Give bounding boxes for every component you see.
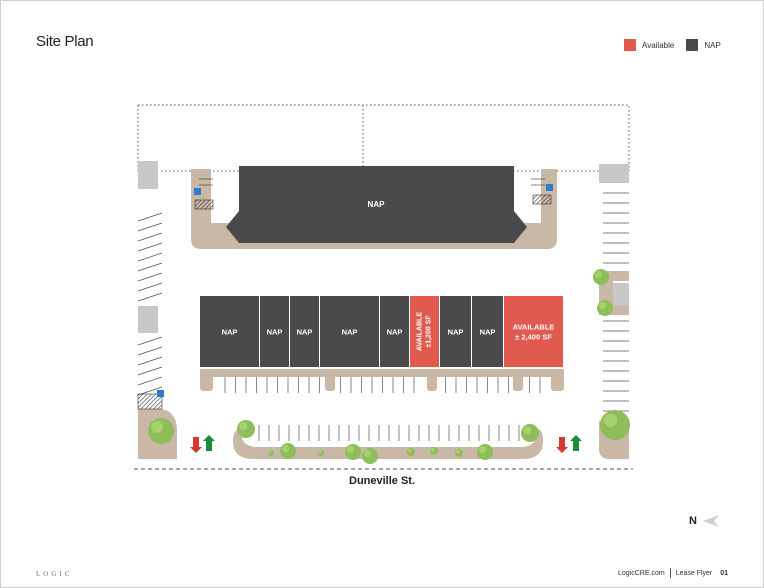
entry-exit-arrows-right xyxy=(556,435,582,453)
retail-unit-3 xyxy=(290,296,319,367)
unit-label: NAP xyxy=(387,328,403,337)
legend-swatch-nap xyxy=(686,39,699,51)
unit-label: NAP xyxy=(297,328,313,337)
unit-size: ± 2,400 SF xyxy=(515,333,552,342)
unit-label: AVAILABLE xyxy=(417,312,424,351)
legend-swatch-available xyxy=(624,39,636,51)
footer-site-link[interactable]: LogicCRE.com xyxy=(618,569,665,577)
retail-unit-6 xyxy=(410,296,439,367)
unit-size: ±1,200 SF xyxy=(426,315,433,348)
page-number: 01 xyxy=(720,569,729,577)
street-label: Duneville St. xyxy=(349,475,416,487)
legend-label-nap: NAP xyxy=(704,40,721,50)
legend: Available NAP xyxy=(624,39,733,51)
anchor-label: NAP xyxy=(368,200,386,209)
unit-label: NAP xyxy=(448,328,464,337)
unit-label: NAP xyxy=(222,328,238,337)
footer: LogicCRE.com Lease Flyer 01 xyxy=(618,568,728,578)
retail-unit-5 xyxy=(380,296,409,367)
retail-unit-4 xyxy=(320,296,379,367)
entry-exit-arrows-left xyxy=(190,435,215,453)
accessible-parking-icon xyxy=(194,188,201,195)
north-label: N xyxy=(689,515,697,527)
landscape-trees xyxy=(148,269,630,464)
retail-unit-8 xyxy=(472,296,503,367)
footer-divider xyxy=(669,568,671,578)
retail-unit-7 xyxy=(440,296,471,367)
retail-unit-1 xyxy=(200,296,259,367)
north-indicator: N xyxy=(689,515,719,527)
unit-label: NAP xyxy=(480,328,496,337)
accessible-parking-icon xyxy=(546,184,553,191)
company-logo: LOGIC xyxy=(36,570,73,578)
accessible-parking-icon xyxy=(157,390,164,397)
north-arrow-icon xyxy=(702,515,719,527)
anchor-building xyxy=(226,166,527,243)
unit-label: NAP xyxy=(342,328,358,337)
unit-label: AVAILABLE xyxy=(513,323,555,332)
footer-doc-name: Lease Flyer xyxy=(675,569,713,577)
legend-label-available: Available xyxy=(642,40,675,50)
retail-unit-9 xyxy=(504,296,563,367)
unit-label: NAP xyxy=(267,328,283,337)
page-title: Site Plan xyxy=(36,33,94,50)
retail-unit-2 xyxy=(260,296,289,367)
